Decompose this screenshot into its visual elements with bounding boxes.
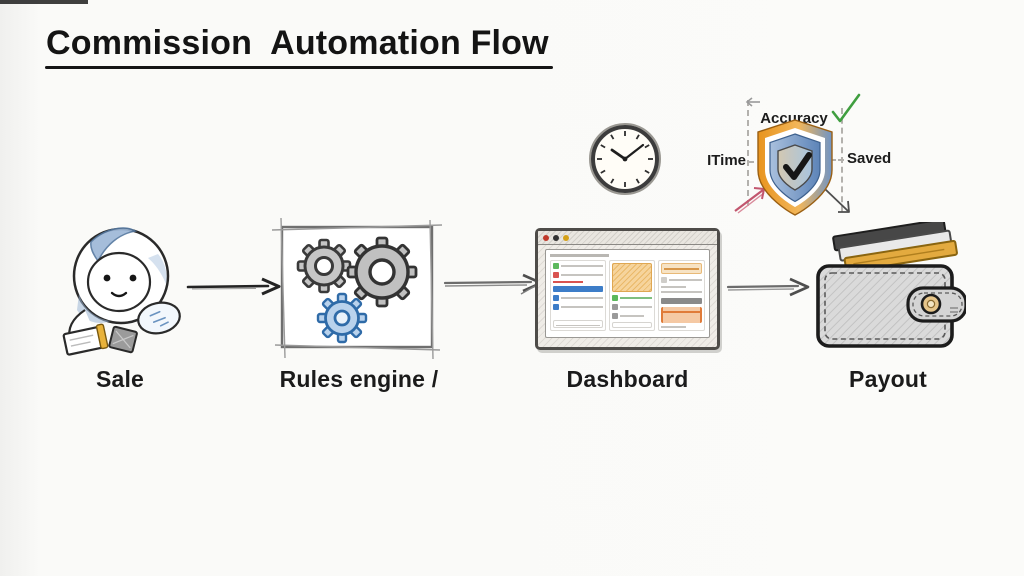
browser-dot-red xyxy=(543,234,549,241)
shield-connector-right xyxy=(822,159,844,161)
gear-small xyxy=(296,238,352,294)
top-edge-mark xyxy=(0,0,88,4)
arrow-right-icon xyxy=(443,273,543,295)
gears-icon xyxy=(272,218,443,360)
shield-label-saved: Saved xyxy=(847,150,892,167)
step-label-rules-engine: Rules engine / xyxy=(279,366,439,392)
gray-arrow-icon xyxy=(745,97,760,107)
browser-dot-dark xyxy=(553,234,559,241)
page-title: Commission Automation Flow xyxy=(46,24,549,62)
dashboard-left-column xyxy=(550,260,606,331)
dashboard-title-line xyxy=(550,254,609,257)
browser-toolbar xyxy=(538,231,717,245)
dark-arrow-icon xyxy=(824,188,850,213)
browser-dot-yellow xyxy=(563,234,569,241)
shield-check-icon xyxy=(757,119,833,216)
step-label-payout: Payout xyxy=(849,366,927,392)
step-label-sale: Sale xyxy=(95,366,145,392)
dashboard-right-column xyxy=(658,260,706,331)
dashboard-window-icon xyxy=(535,228,720,350)
clock-icon xyxy=(589,123,661,195)
shield-connector-left xyxy=(748,161,764,163)
step-label-dashboard: Dashboard xyxy=(566,366,689,392)
gear-large xyxy=(346,236,418,308)
arrow-right-icon xyxy=(726,277,810,297)
gear-blue xyxy=(316,292,368,344)
dashboard-middle-column xyxy=(608,260,656,331)
shield-label-time: ITime xyxy=(707,152,746,169)
salesperson-icon xyxy=(62,227,181,356)
title-underline xyxy=(45,66,553,69)
dashboard-content xyxy=(545,249,710,338)
arrow-right-icon xyxy=(186,277,281,296)
shield-label-accuracy: Accuracy xyxy=(760,110,828,127)
green-check-icon xyxy=(831,93,861,123)
shield-guide-line-left xyxy=(747,100,749,206)
wallet-icon xyxy=(816,222,966,348)
